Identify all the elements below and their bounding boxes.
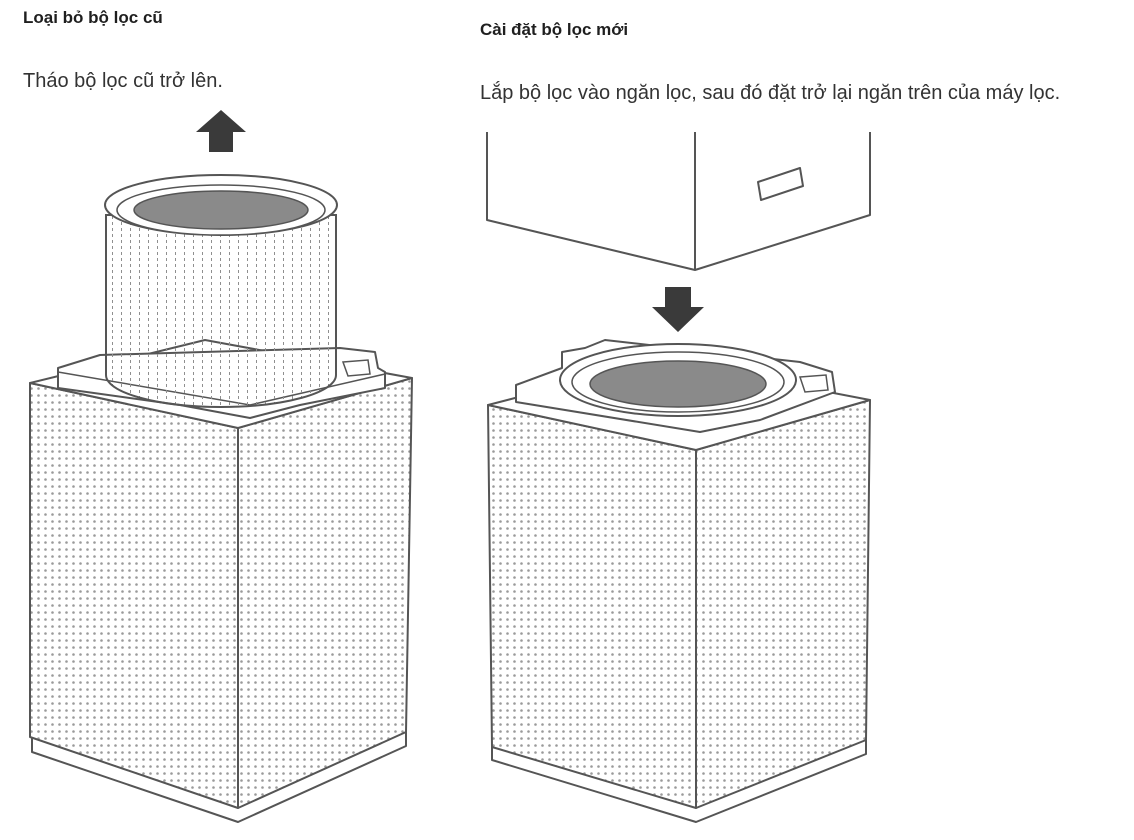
purifier-body-left [29,382,239,809]
step1-illustration [29,110,413,823]
purifier-body-left [487,404,697,809]
cover-handle [757,167,804,201]
step1-heading: Loại bỏ bộ lọc cũ [23,8,163,27]
step1-description: Tháo bộ lọc cũ trở lên. [23,70,223,92]
upper-cover [486,132,871,271]
step2-description: Lắp bộ lọc vào ngăn lọc, sau đó đặt trở … [480,82,1061,104]
arrow-down-icon [652,287,704,332]
old-filter [105,214,337,408]
step2-heading: Cài đặt bộ lọc mới [480,20,629,39]
purifier-body-right [237,377,413,809]
step2-illustration [486,132,871,823]
arrow-up-icon [196,110,246,152]
purifier-body-right [695,399,871,809]
